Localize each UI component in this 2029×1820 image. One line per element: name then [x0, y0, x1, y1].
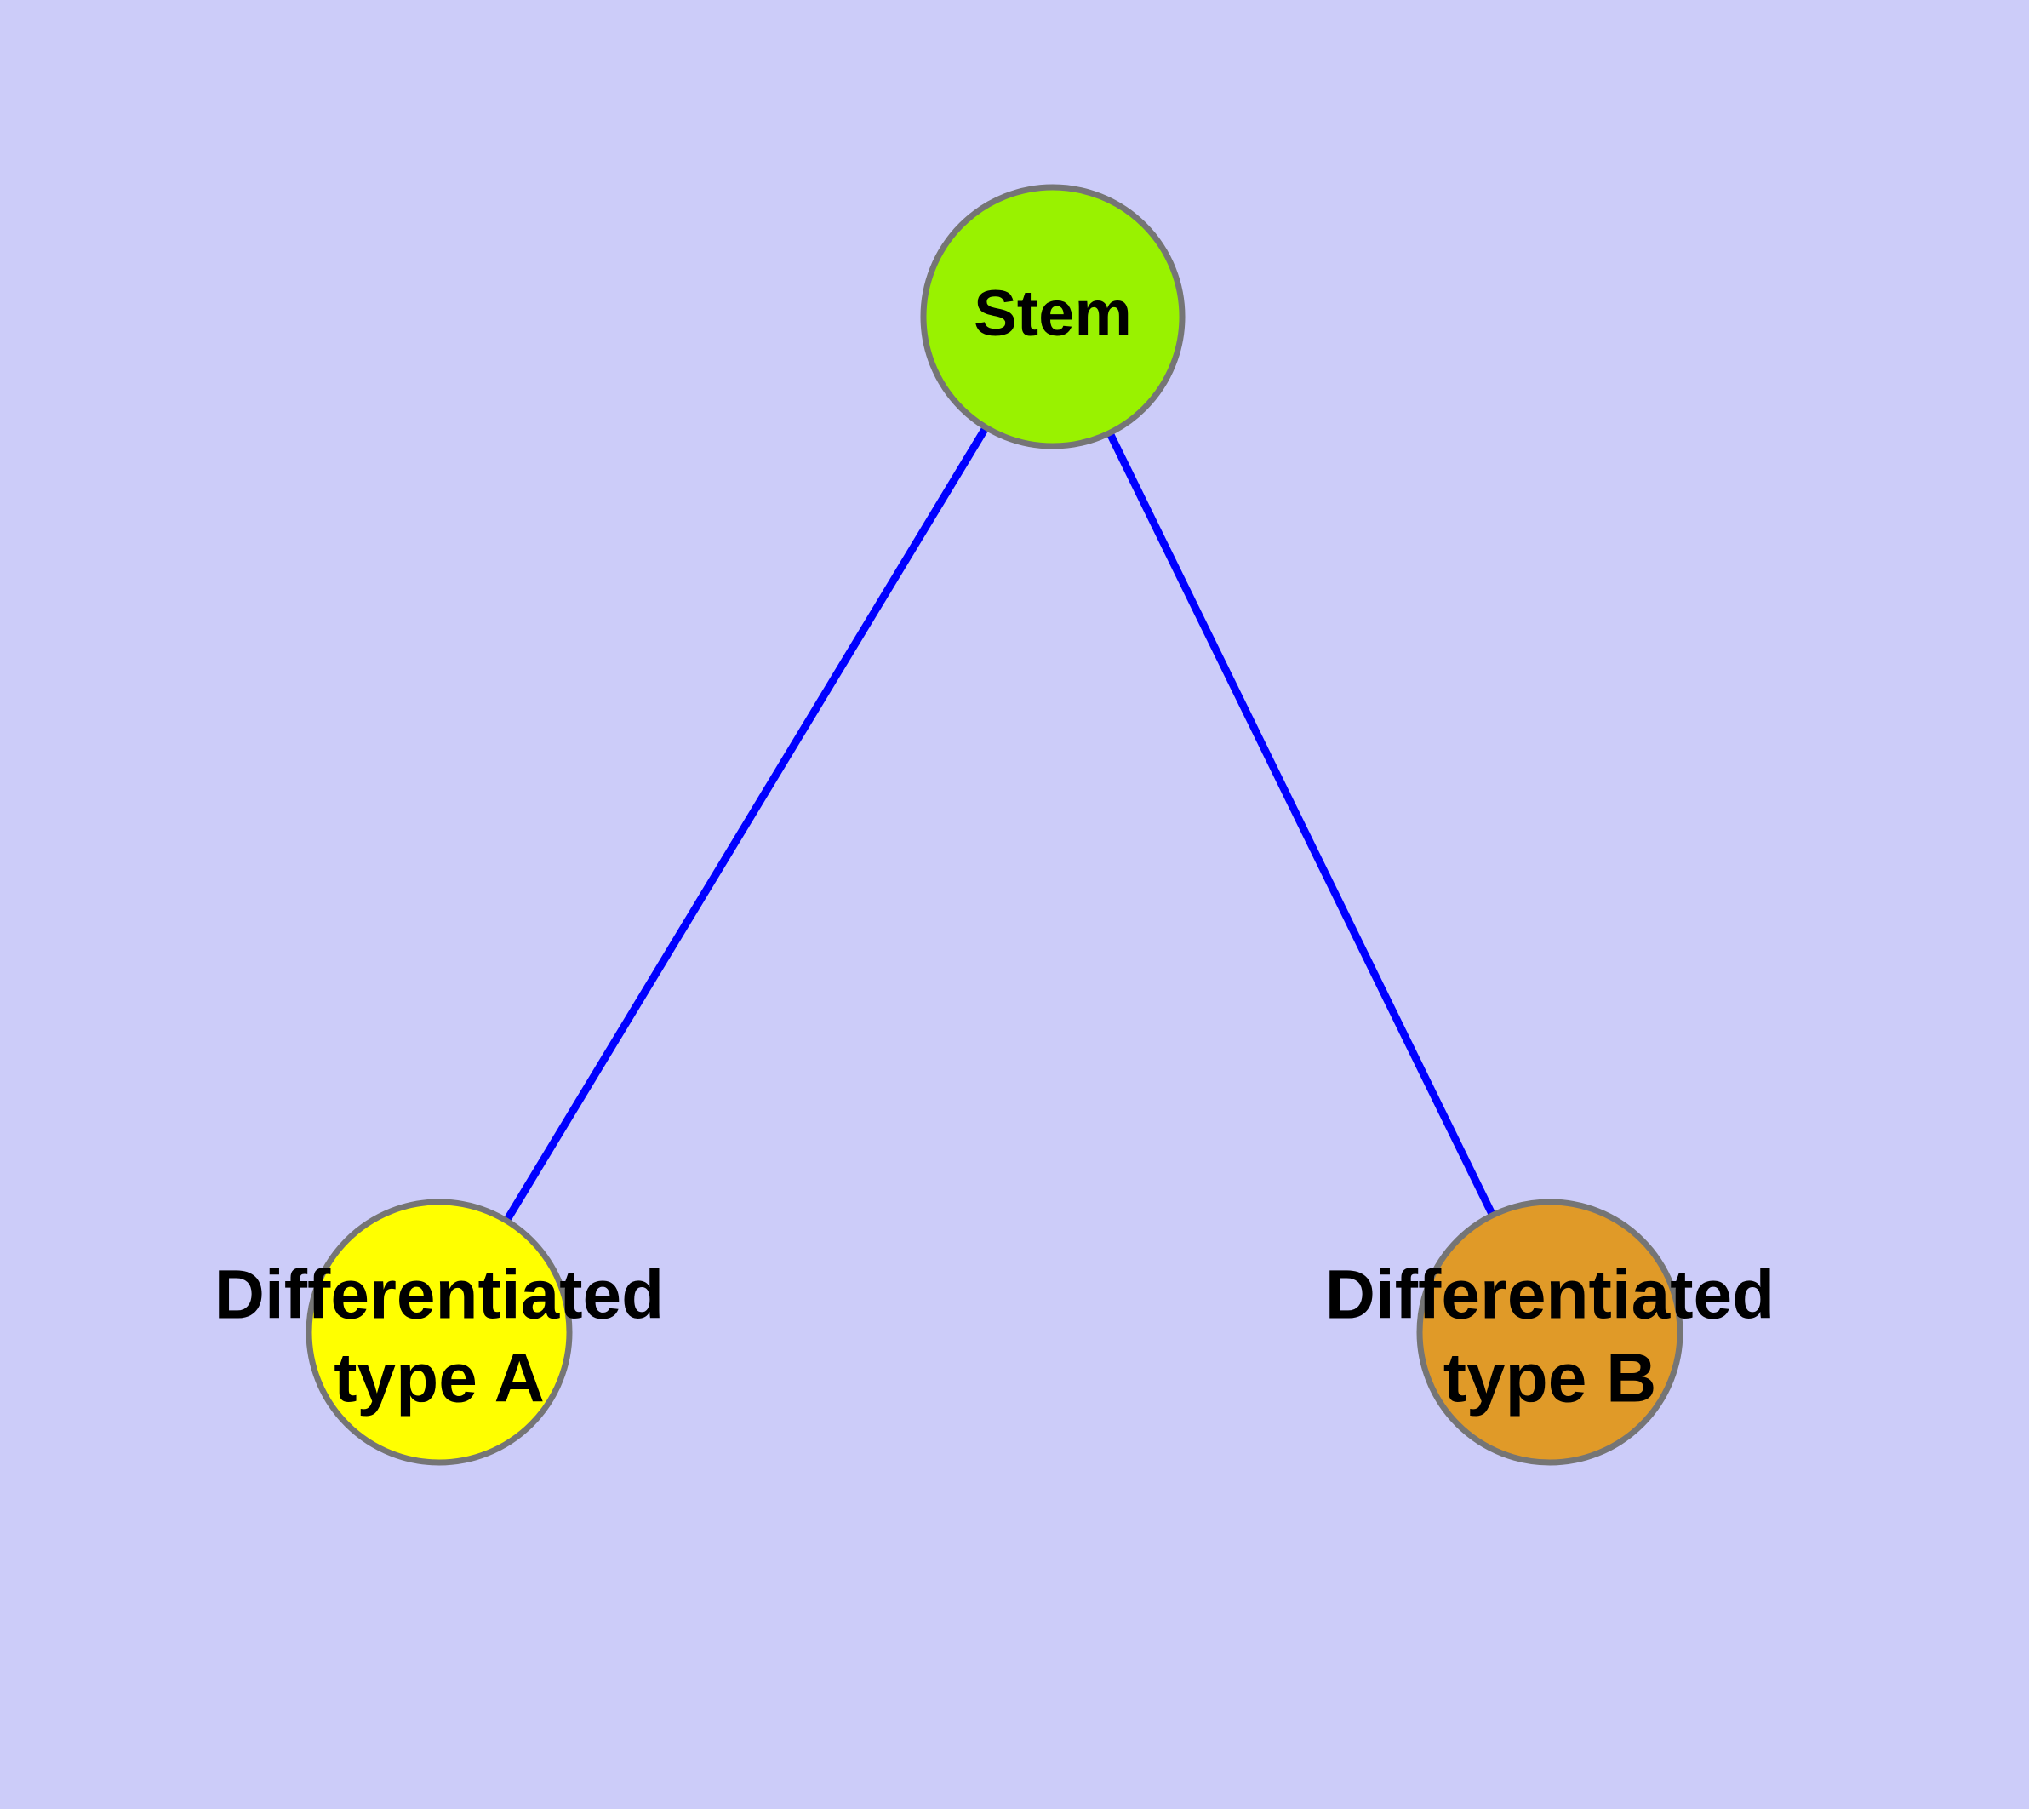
edge-stem-to-differentiated-type-a[interactable] — [436, 314, 1056, 1335]
node-differentiated-type-a-circle[interactable] — [306, 1199, 573, 1466]
edge-layer — [436, 314, 1554, 1335]
node-stem-label: Stem — [974, 278, 1132, 350]
node-differentiated-type-b-label-line1: Differentiated — [1325, 1256, 1775, 1334]
label-layer: Stem Differentiated type A Differentiate… — [214, 278, 1775, 1417]
node-stem-circle[interactable] — [920, 184, 1186, 449]
node-differentiated-type-a-label-line1: Differentiated — [214, 1256, 665, 1334]
node-differentiated-type-b-circle[interactable] — [1416, 1199, 1683, 1466]
node-differentiated-type-b-label-line2: type B — [1443, 1340, 1657, 1417]
node-differentiated-type-a-label-line2: type A — [334, 1340, 545, 1417]
edge-stem-to-differentiated-type-b[interactable] — [1049, 315, 1554, 1334]
node-layer — [306, 184, 1683, 1466]
